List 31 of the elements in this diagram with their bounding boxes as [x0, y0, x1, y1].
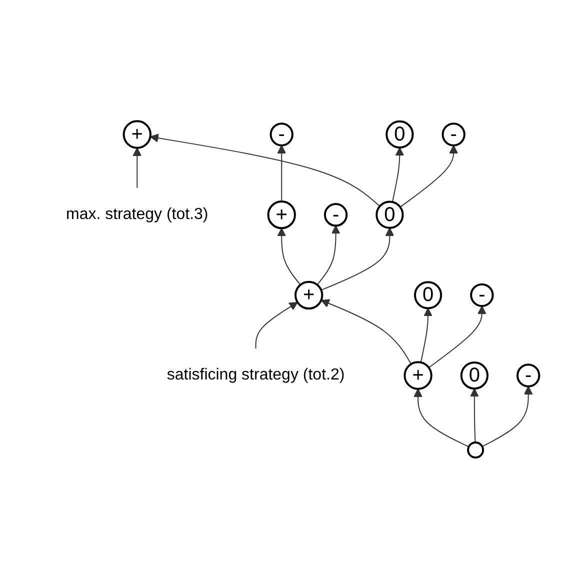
arrow [150, 134, 381, 207]
arrow [482, 386, 534, 448]
arrow [278, 144, 286, 202]
arrow [321, 228, 394, 291]
node-circle: - [270, 122, 294, 146]
node-circle: 0 [386, 120, 414, 149]
arrow [321, 299, 412, 365]
arrow [392, 147, 404, 203]
arrow [317, 225, 341, 286]
node-text: satisficing strategy (tot.2) [167, 366, 346, 384]
node-circle: + [268, 200, 296, 230]
arrow [256, 302, 298, 350]
node-circle: 0 [460, 361, 489, 390]
node-circle: + [404, 361, 433, 390]
arrow [278, 228, 302, 286]
arrow [133, 147, 142, 188]
node-circle: - [470, 283, 494, 307]
arrow [428, 306, 487, 368]
node-circle: + [123, 120, 152, 149]
node-circle: - [324, 203, 348, 227]
node-circle: 0 [376, 200, 404, 229]
node-circle [467, 442, 484, 459]
node-circle: - [442, 122, 466, 146]
arrow [414, 388, 470, 448]
node-circle: - [516, 364, 541, 388]
node-text: max. strategy (tot.3) [66, 206, 209, 223]
arrow [470, 388, 480, 444]
node-circle: 0 [414, 281, 442, 310]
node-circle: + [294, 280, 324, 310]
arrow [420, 308, 433, 363]
arrow [400, 144, 458, 208]
